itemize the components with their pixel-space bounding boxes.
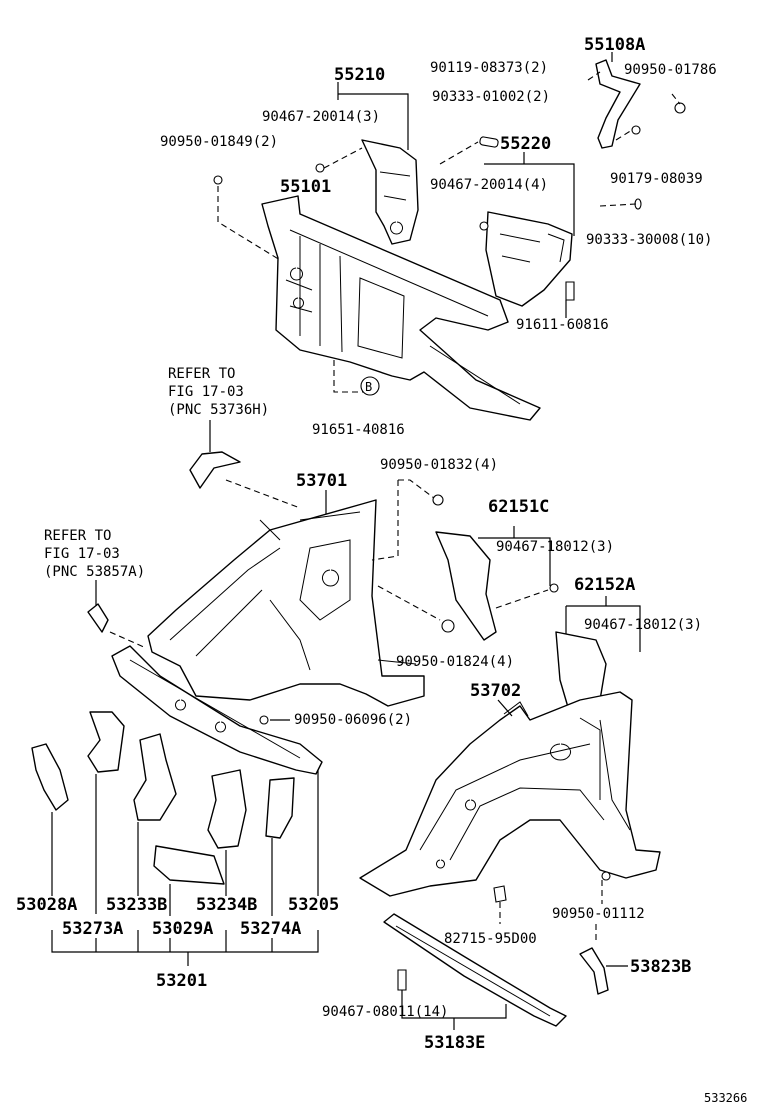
circle-b-marker: B bbox=[365, 380, 372, 394]
label-90467-20014-3: 90467-20014(3) bbox=[262, 109, 380, 125]
label-53029A: 53029A bbox=[152, 919, 213, 939]
part-55220-plate bbox=[485, 211, 573, 307]
label-62151C: 62151C bbox=[488, 497, 549, 517]
label-53701: 53701 bbox=[296, 471, 347, 491]
part-53736H-bracket bbox=[189, 451, 241, 489]
refer1-line3: (PNC 53736H) bbox=[168, 402, 269, 418]
label-82715-95D00: 82715-95D00 bbox=[444, 931, 537, 947]
label-90467-18012-a: 90467-18012(3) bbox=[496, 539, 614, 555]
part-53183E-weatherstrip bbox=[383, 913, 567, 1027]
refer2-line2: FIG 17-03 bbox=[44, 546, 120, 562]
part-55108A-rod bbox=[595, 59, 641, 149]
label-55220: 55220 bbox=[500, 134, 551, 154]
part-53701-apron bbox=[147, 499, 425, 707]
label-55108A: 55108A bbox=[584, 35, 645, 55]
label-91651-40816: 91651-40816 bbox=[312, 422, 405, 438]
part-53029A-bracket bbox=[153, 845, 225, 885]
refer2-line3: (PNC 53857A) bbox=[44, 564, 145, 580]
label-53274A: 53274A bbox=[240, 919, 301, 939]
label-90119-08373: 90119-08373(2) bbox=[430, 60, 548, 76]
refer2-line1: REFER TO bbox=[44, 528, 111, 544]
label-90467-18012-b: 90467-18012(3) bbox=[584, 617, 702, 633]
part-62151C-panel bbox=[435, 531, 497, 641]
label-55210: 55210 bbox=[334, 65, 385, 85]
part-53274A-bracket bbox=[265, 777, 295, 839]
label-55101: 55101 bbox=[280, 177, 331, 197]
label-53201: 53201 bbox=[156, 971, 207, 991]
part-53857A-bracket bbox=[87, 603, 109, 633]
part-53273A-bracket bbox=[87, 711, 125, 773]
label-53205: 53205 bbox=[288, 895, 339, 915]
part-55101-radiator-support bbox=[261, 195, 541, 421]
part-53702-apron bbox=[359, 691, 661, 897]
label-90333-30008: 90333-30008(10) bbox=[586, 232, 712, 248]
label-90179-08039: 90179-08039 bbox=[610, 171, 703, 187]
label-90950-01849: 90950-01849(2) bbox=[160, 134, 278, 150]
part-55210-bracket bbox=[361, 139, 419, 245]
label-90950-01786: 90950-01786 bbox=[624, 62, 717, 78]
label-90333-01002: 90333-01002(2) bbox=[432, 89, 550, 105]
part-53028A-bracket bbox=[31, 743, 69, 811]
illustration-id: 533266 bbox=[704, 1091, 747, 1105]
label-53183E: 53183E bbox=[424, 1033, 485, 1053]
label-53823B: 53823B bbox=[630, 957, 691, 977]
label-53234B: 53234B bbox=[196, 895, 257, 915]
part-53234B-bracket bbox=[207, 769, 247, 849]
part-53823B-seal bbox=[579, 947, 609, 995]
label-62152A: 62152A bbox=[574, 575, 635, 595]
label-90950-01832: 90950-01832(4) bbox=[380, 457, 498, 473]
label-53233B: 53233B bbox=[106, 895, 167, 915]
label-90950-01824: 90950-01824(4) bbox=[396, 654, 514, 670]
label-91611-60816: 91611-60816 bbox=[516, 317, 609, 333]
label-90467-20014-4: 90467-20014(4) bbox=[430, 177, 548, 193]
label-53273A: 53273A bbox=[62, 919, 123, 939]
label-90950-01112: 90950-01112 bbox=[552, 906, 645, 922]
label-53028A: 53028A bbox=[16, 895, 77, 915]
label-90467-08011: 90467-08011(14) bbox=[322, 1004, 448, 1020]
refer1-line2: FIG 17-03 bbox=[168, 384, 244, 400]
part-53233B-bracket bbox=[133, 733, 177, 821]
refer1-line1: REFER TO bbox=[168, 366, 235, 382]
label-53702: 53702 bbox=[470, 681, 521, 701]
label-90950-06096: 90950-06096(2) bbox=[294, 712, 412, 728]
part-53205-crossmember bbox=[111, 645, 323, 775]
